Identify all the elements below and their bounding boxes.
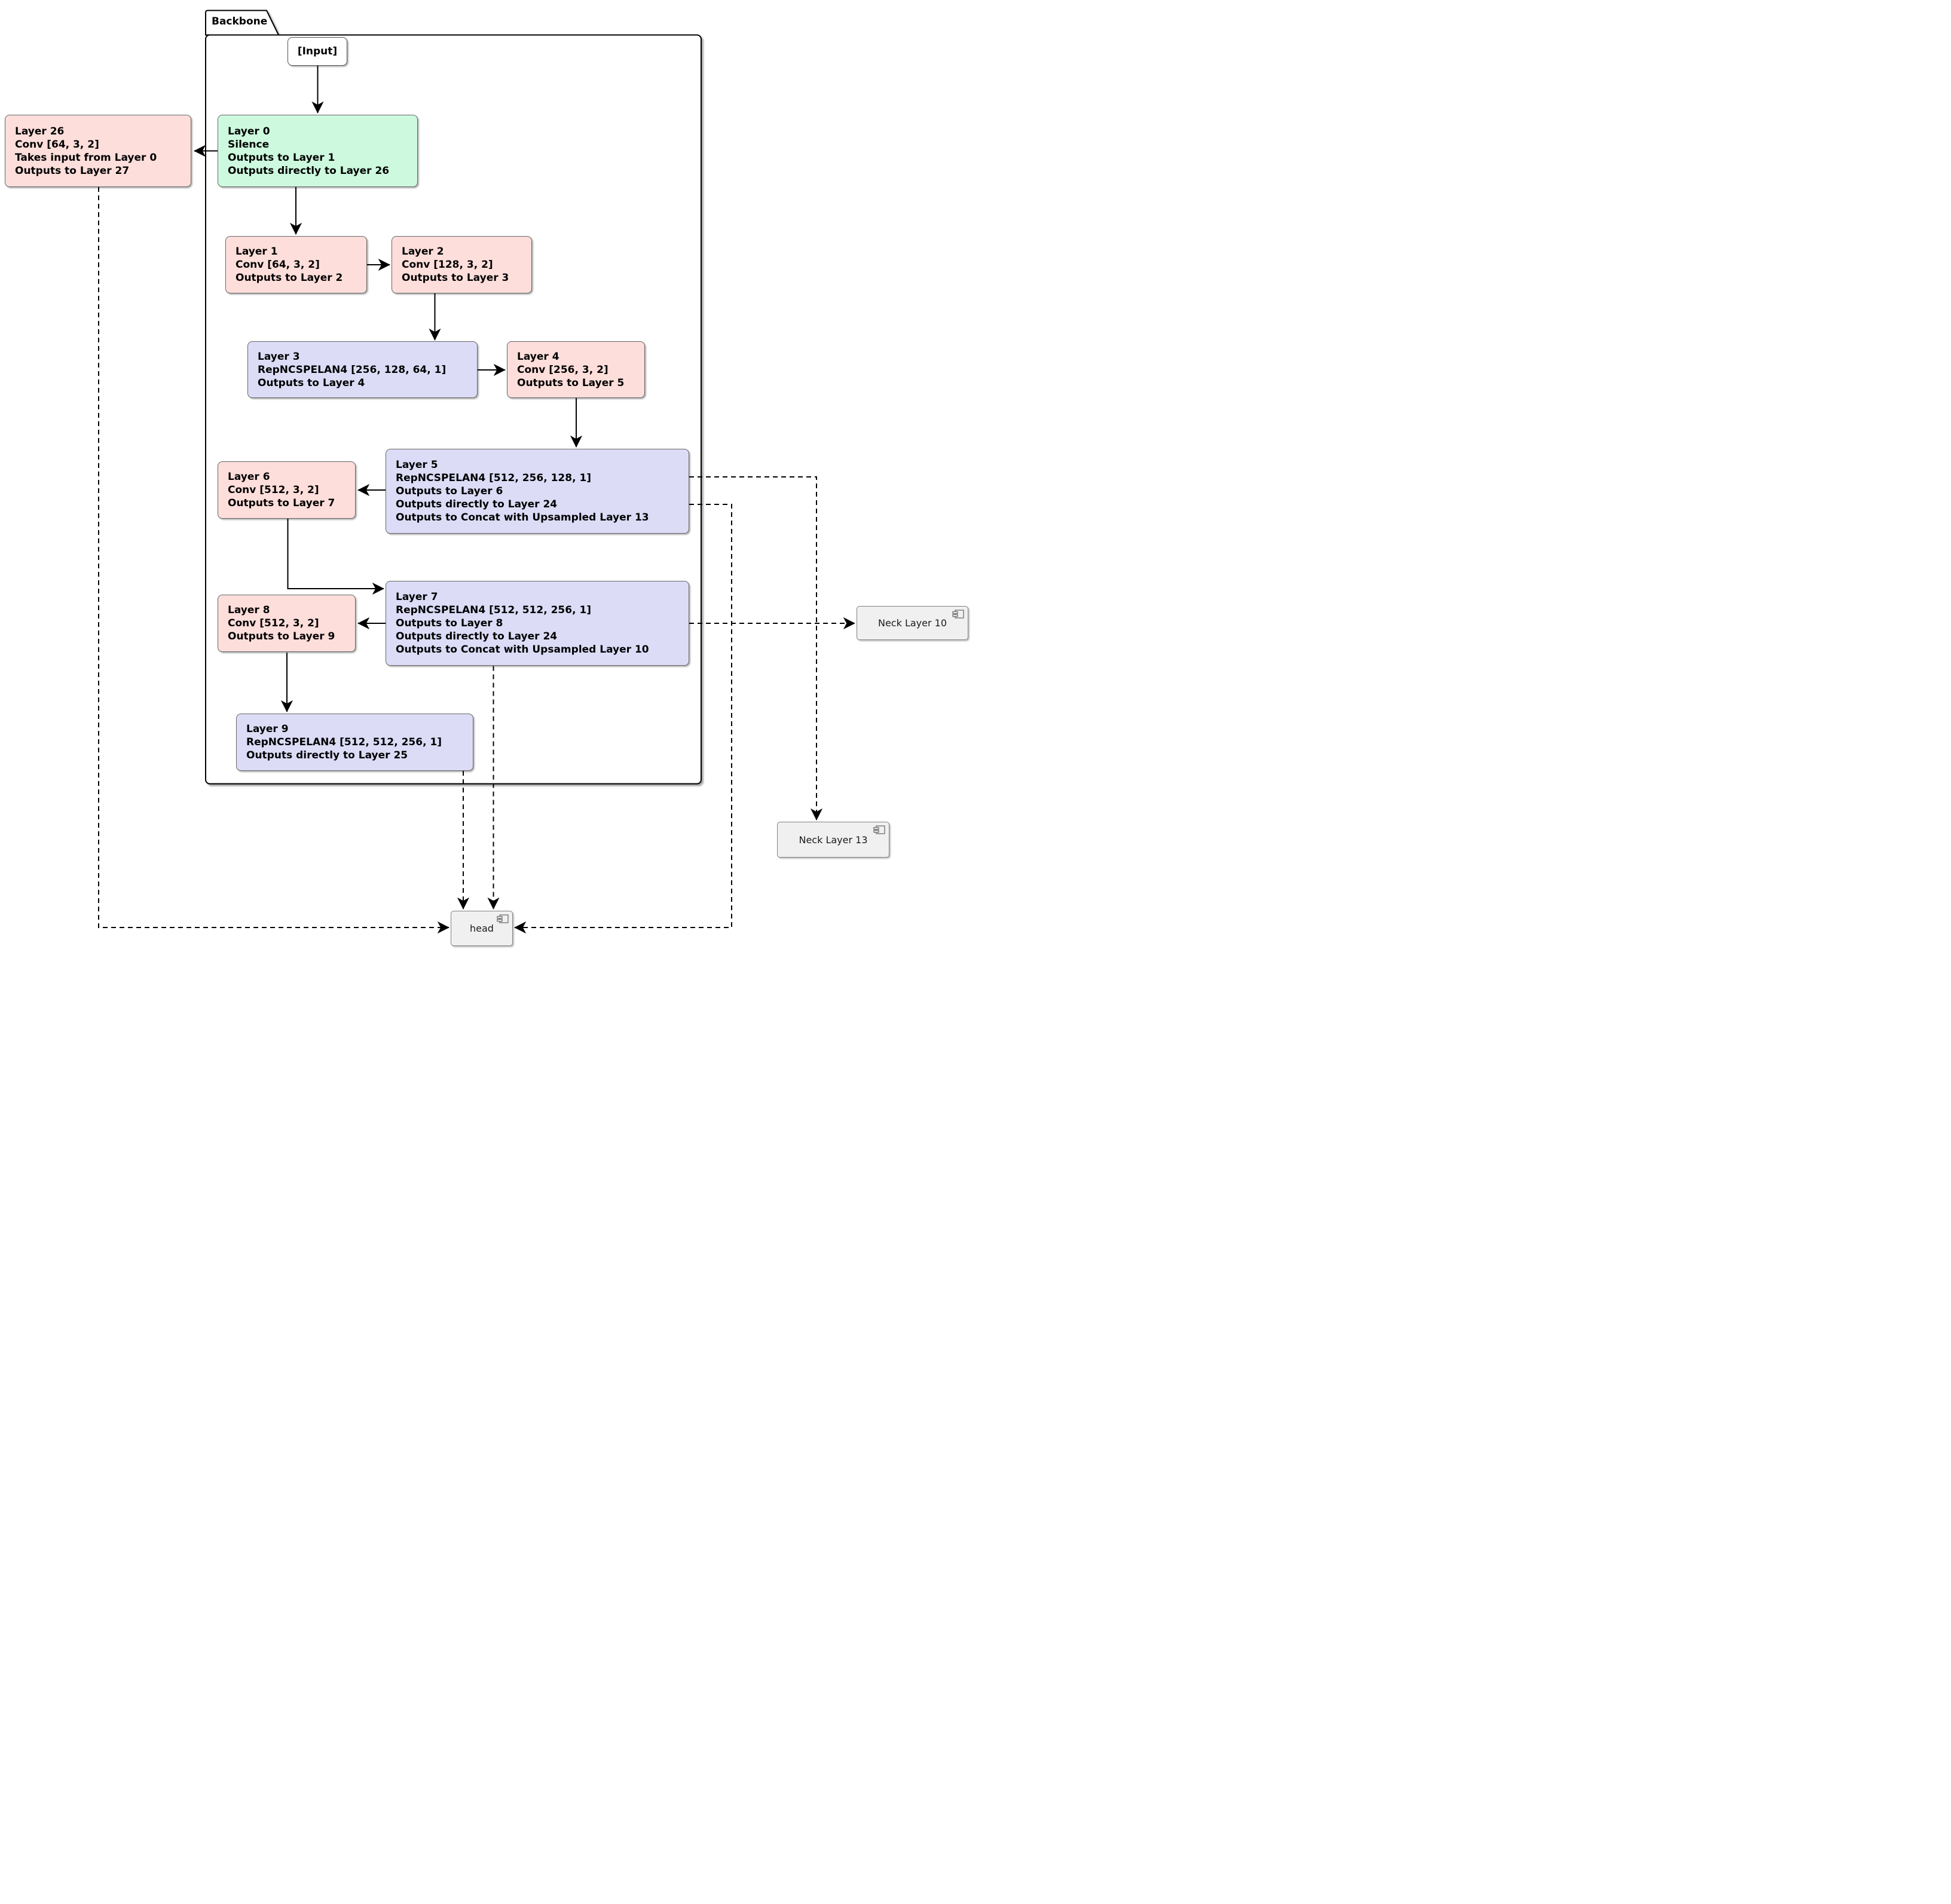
node-text-line: Outputs to Concat with Upsampled Layer 1… — [396, 644, 649, 656]
node-input-label: [Input] — [297, 45, 338, 57]
node-text-line: Layer 1 — [236, 246, 278, 258]
component-icon — [952, 610, 964, 619]
node-text-line: Conv [512, 3, 2] — [228, 484, 319, 496]
node-text-line: Layer 2 — [402, 246, 444, 258]
node-text-line: Layer 9 — [246, 723, 289, 735]
node-text-line: Layer 7 — [396, 591, 438, 603]
edge-layer5-neck13 — [689, 476, 823, 821]
node-text-line: Outputs to Layer 27 — [15, 164, 130, 177]
node-text-line: Silence — [228, 138, 270, 151]
node-text-line: Outputs to Layer 7 — [228, 497, 335, 509]
node-text-line: Outputs directly to Layer 25 — [246, 749, 408, 761]
node-text-line: Layer 8 — [228, 604, 270, 616]
node-input: [Input] — [288, 37, 347, 66]
node-text-line: RepNCSPELAN4 [512, 512, 256, 1] — [246, 736, 442, 748]
node-text-line: Conv [512, 3, 2] — [228, 617, 319, 629]
node-text-line: Conv [128, 3, 2] — [402, 259, 493, 271]
node-text-line: Takes input from Layer 0 — [15, 151, 157, 164]
node-text-line: Outputs directly to Layer 24 — [396, 498, 558, 510]
edge-layer6-layer7 — [287, 519, 384, 595]
node-text-line: Layer 26 — [15, 125, 65, 137]
node-text-line: Outputs to Layer 8 — [396, 617, 503, 629]
node-text-line: Outputs to Layer 2 — [236, 272, 343, 284]
node-text-line: Outputs to Layer 6 — [396, 485, 503, 497]
node-text-line: Layer 4 — [517, 350, 559, 363]
node-text-line: RepNCSPELAN4 [512, 256, 128, 1] — [396, 472, 592, 484]
backbone-frame-tab — [205, 10, 280, 36]
node-neck-layer-10: Neck Layer 10 — [857, 606, 968, 640]
node-text-line: Outputs directly to Layer 26 — [228, 164, 390, 177]
component-icon — [497, 914, 509, 923]
solid-edges — [194, 66, 583, 712]
node-text-line: Outputs directly to Layer 24 — [396, 630, 558, 642]
edge-layer26-head — [98, 187, 449, 934]
node-text-line: Outputs to Layer 1 — [228, 151, 335, 164]
node-text-line: Conv [64, 3, 2] — [236, 259, 320, 271]
backbone-frame-label: Backbone — [212, 16, 268, 27]
component-icon — [873, 825, 885, 834]
neck-layer-13-label: Neck Layer 13 — [799, 834, 868, 846]
node-text-line: RepNCSPELAN4 [512, 512, 256, 1] — [396, 604, 592, 616]
node-neck-layer-13: Neck Layer 13 — [777, 822, 889, 858]
neck-layer-10-label: Neck Layer 10 — [877, 617, 947, 629]
node-text-line: Layer 5 — [396, 459, 438, 471]
edge-layer5-head — [514, 504, 732, 934]
node-text-line: Layer 0 — [228, 125, 270, 137]
node-head: head — [451, 911, 513, 946]
node-text-line: Conv [256, 3, 2] — [517, 363, 608, 376]
node-text-line: Layer 3 — [258, 350, 300, 363]
node-text-line: Layer 6 — [228, 471, 270, 483]
node-text-line: Outputs to Layer 5 — [517, 376, 625, 389]
node-text-line: Outputs to Layer 9 — [228, 630, 335, 642]
dashed-edges — [98, 187, 855, 934]
node-text-line: Outputs to Layer 4 — [258, 376, 365, 389]
node-text-line: Conv [64, 3, 2] — [15, 138, 99, 151]
node-text-line: RepNCSPELAN4 [256, 128, 64, 1] — [258, 363, 447, 376]
node-text-line: Outputs to Concat with Upsampled Layer 1… — [396, 512, 649, 524]
node-text-line: Outputs to Layer 3 — [402, 272, 509, 284]
head-label: head — [470, 923, 494, 934]
